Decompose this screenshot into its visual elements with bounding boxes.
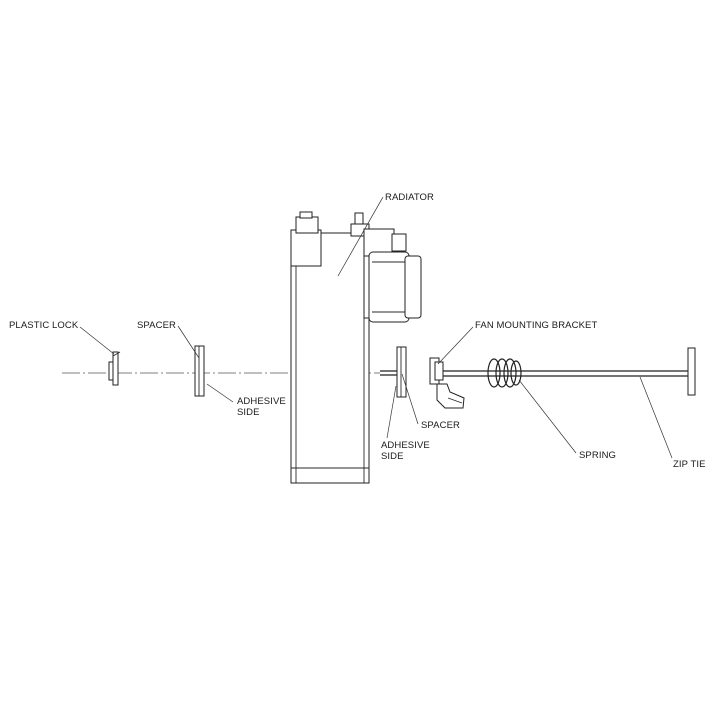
spacer-right-leader-line: [401, 373, 419, 425]
plastic-lock: [108, 351, 121, 386]
spring-label: SPRING: [579, 450, 616, 461]
adhesive-left-label-2: SIDE: [237, 407, 260, 418]
fan-mounting-bracket: [429, 357, 465, 409]
radiator-label: RADIATOR: [385, 192, 434, 203]
plastic-lock-leader-line: [79, 326, 115, 355]
zip-tie-label: ZIP TIE: [673, 459, 706, 470]
adhesive-right-label-1: ADHESIVE: [381, 440, 430, 451]
zip-tie-leader-line: [639, 376, 673, 459]
plastic-lock-label: PLASTIC LOCK: [9, 320, 79, 331]
spring-leader-line: [518, 379, 577, 454]
spacer-right-label: SPACER: [421, 420, 460, 431]
adhesive-right-label-2: SIDE: [381, 451, 404, 462]
adhesive-left-label-1: ADHESIVE: [237, 396, 286, 407]
spacer-left-label: SPACER: [137, 320, 176, 331]
adhesive-right-leader-line: [386, 385, 397, 439]
spacer-left: [194, 345, 205, 397]
spacer-left-leader-line: [177, 325, 200, 359]
adhesive-left-leader-line: [206, 383, 234, 403]
spring: [487, 358, 522, 388]
fan-bracket-label: FAN MOUNTING BRACKET: [475, 320, 597, 331]
radiator: [290, 211, 422, 484]
radiator-leader-line: [337, 196, 384, 277]
zip-tie: [443, 347, 696, 396]
spacer-right: [380, 346, 407, 398]
fan-bracket-leader-line: [437, 326, 474, 365]
